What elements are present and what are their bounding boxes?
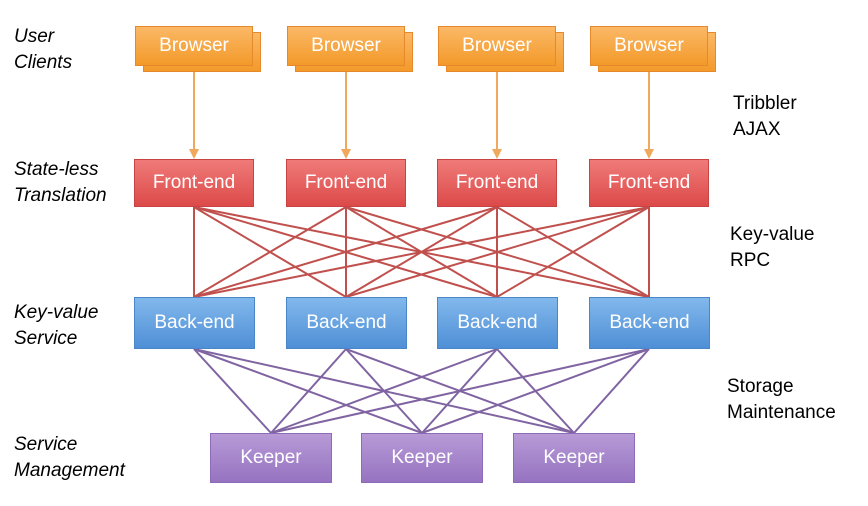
storage-edge (270, 348, 498, 434)
frontend-node-2: Front-end (286, 159, 406, 207)
storage-edge (270, 348, 347, 434)
frontend-node-4: Front-end (589, 159, 709, 207)
keeper-node-3: Keeper (513, 433, 635, 483)
storage-edge (573, 348, 650, 434)
rpc-edge (193, 206, 347, 298)
rpc-edge (193, 206, 498, 298)
frontend-node-1: Front-end (134, 159, 254, 207)
browser-node-4: Browser (590, 26, 708, 66)
browser-node-3: Browser (438, 26, 556, 66)
browser-node-1: Browser (135, 26, 253, 66)
rpc-edge (345, 206, 650, 298)
rpc-edge (193, 206, 650, 298)
storage-edge (421, 348, 650, 434)
frontend-node-3: Front-end (437, 159, 557, 207)
backend-node-4: Back-end (589, 297, 710, 349)
backend-node-3: Back-end (437, 297, 558, 349)
keeper-node-2: Keeper (361, 433, 483, 483)
storage-edge (193, 348, 272, 434)
backend-node-1: Back-end (134, 297, 255, 349)
browser-node-2: Browser (287, 26, 405, 66)
storage-edge (270, 348, 650, 434)
backend-node-2: Back-end (286, 297, 407, 349)
keeper-node-1: Keeper (210, 433, 332, 483)
rpc-edge (496, 206, 650, 298)
